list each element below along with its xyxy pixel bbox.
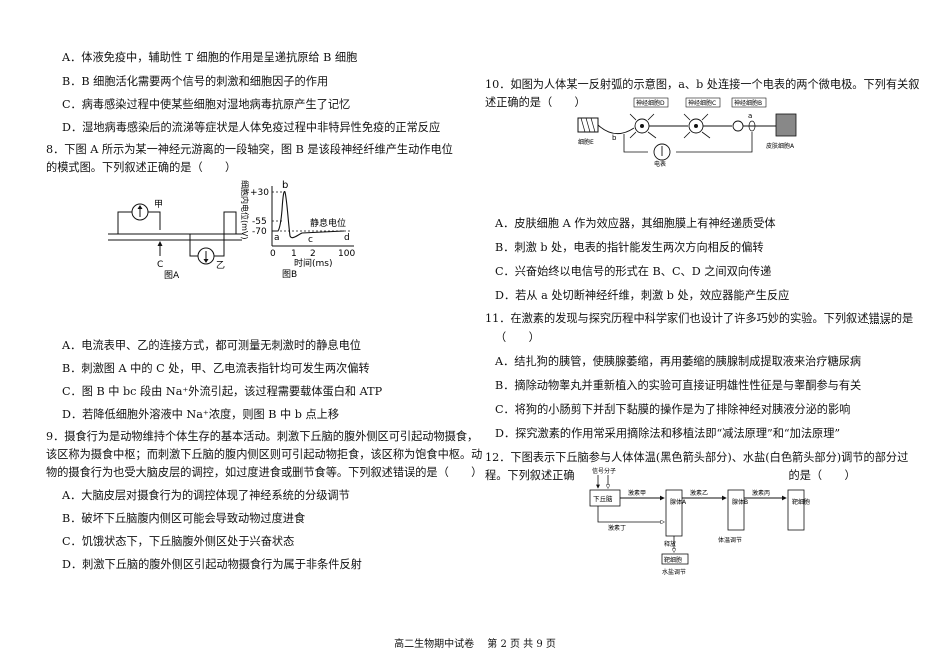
q8-option-d: D．若降低细胞外溶液中 Na⁺浓度，则图 B 中 b 点上移 <box>62 408 340 421</box>
q10-option-d: D．若从 a 处切断神经纤维，刺激 b 处，效应器能产生反应 <box>495 289 790 302</box>
point-c: c <box>308 235 313 245</box>
q12-stem-line2: 程。下列叙述正确的是（ ） <box>485 469 856 482</box>
q7-option-a: A．体液免疫中，辅助性 T 细胞的作用是呈递抗原给 B 细胞 <box>62 51 358 64</box>
caption-a: 图A <box>164 270 180 280</box>
q11-option-a: A．结扎狗的胰管，使胰腺萎缩，再用萎缩的胰腺制成提取液来治疗糖尿病 <box>495 355 862 368</box>
q10-figure-reflex-arc: 细胞E 神经细胞D 神经细胞C 神经细胞B b a 皮肤细胞A 电表 <box>576 96 802 168</box>
hormone-bing-label: 激素丙 <box>752 489 770 497</box>
tick-y-plus30: +30 <box>250 188 269 198</box>
target-cell-label: 靶细胞 <box>664 556 682 564</box>
q12-figure-regulation: 信号分子 下丘脑 激素甲 腺体A 激素乙 腺体B 激素丙 靶细胞 体温调节 激素… <box>586 464 822 576</box>
q12-stem-line1: 12．下图表示下丘脑参与人体体温(黑色箭头部分)、水盐(白色箭头部分)调节的部分… <box>485 451 909 464</box>
point-a: a <box>274 233 280 243</box>
q8-stem-line2: 的模式图。下列叙述正确的是（ ） <box>46 161 237 174</box>
q9-stem-line1: 9．摄食行为是动物维持个体生存的基本活动。刺激下丘脑的腹外侧区可引起动物摄食， <box>46 430 479 443</box>
q8-option-b: B．刺激图 A 中的 C 处，甲、乙电流表指针均可发生两次偏转 <box>62 362 370 375</box>
ammeter-yi-label: 乙 <box>216 260 225 271</box>
q11-stem-error-word: 错误 <box>868 312 891 325</box>
gland-b-label: 腺体B <box>732 498 748 506</box>
graph-ylabel: 细胞内电位(mV) <box>240 180 250 240</box>
tick-x-0: 0 <box>270 249 276 259</box>
q9-stem-line3: 物的摄食行为也受大脑皮层的调控，如过度进食或删节食等。下列叙述错误的是（ ） <box>46 466 483 479</box>
q8-stem-line1: 8．下图 A 所示为某一神经元游离的一段轴突，图 B 是该段神经纤维产生动作电位 <box>46 143 453 156</box>
release-label: 释放 <box>664 540 676 548</box>
q11-option-b: B．摘除动物睾丸并重新植入的实验可直接证明雄性性征是与睾酮参与有关 <box>495 379 862 392</box>
tick-y-minus55: -55 <box>252 217 267 227</box>
q9-option-b: B．破坏下丘脑腹内侧区可能会导致动物过度进食 <box>62 512 306 525</box>
q11-stem-line2: （ ） <box>495 331 540 344</box>
gland-a-label: 腺体A <box>670 498 687 506</box>
tick-y-minus70: -70 <box>252 227 267 237</box>
q11-option-c: C．将狗的小肠剪下并刮下黏膜的操作是为了排除神经对胰液分泌的影响 <box>495 403 851 416</box>
q9-option-c: C．饥饿状态下，下丘脑腹外侧区处于兴奋状态 <box>62 535 295 548</box>
q10-stem-line2: 述正确的是（ ） <box>485 96 586 109</box>
point-b: b <box>282 180 288 191</box>
q9-stem-line2: 该区称为摄食中枢；而刺激下丘脑的腹内侧区则可引起动物拒食，该区称为饱食中枢。动 <box>46 448 483 461</box>
ammeter-jia-label: 甲 <box>154 199 163 210</box>
q8-figure-a: 甲 C 乙 图A <box>106 196 246 280</box>
q8-option-a: A．电流表甲、乙的连接方式，都可测量无刺激时的静息电位 <box>62 339 361 352</box>
point-a-label: a <box>748 112 752 120</box>
hypothalamus-label: 下丘脑 <box>593 494 613 503</box>
q8-option-c: C．图 B 中 bc 段由 Na⁺外流引起，该过程需要载体蛋白和 ATP <box>62 385 383 398</box>
temp-regulation-label: 体温调节 <box>718 536 742 544</box>
hormone-ding-label: 激素丁 <box>608 524 626 532</box>
q9-option-d: D．刺激下丘脑的腹外侧区引起动物摄食行为属于非条件反射 <box>62 558 362 571</box>
graph-xlabel: 时间(ms) <box>294 257 332 269</box>
tick-x-2: 2 <box>310 249 316 259</box>
tick-x-100: 100 <box>338 249 355 259</box>
hormone-yi-label: 激素乙 <box>690 489 708 497</box>
caption-b: 图B <box>282 269 297 280</box>
hormone-jia-label: 激素甲 <box>628 489 646 497</box>
q10-option-b: B．刺激 b 处，电表的指针能发生两次方向相反的偏转 <box>495 241 764 254</box>
skin-cell-a-label: 皮肤细胞A <box>766 142 795 150</box>
q7-option-c: C．病毒感染过程中使某些细胞对湿地病毒抗原产生了记忆 <box>62 98 351 111</box>
tick-x-1: 1 <box>291 249 297 259</box>
neuron-d-label: 神经细胞D <box>636 99 665 107</box>
point-c-label: C <box>157 260 163 270</box>
target-organ-label: 靶细胞 <box>792 498 810 506</box>
page-footer: 高二生物期中试卷 第 2 页 共 9 页 <box>394 639 556 650</box>
q7-option-d: D．湿地病毒感染后的流涕等症状是人体免疫过程中非特异性免疫的正常反应 <box>62 121 441 134</box>
q7-option-b: B．B 细胞活化需要两个信号的刺激和细胞因子的作用 <box>62 75 329 88</box>
q8-figure-b: 细胞内电位(mV) +30 -55 -70 b a c d 静息电位 0 1 2… <box>236 180 360 280</box>
q11-stem-line1: 11．在激素的发现与探究历程中科学家们也设计了许多巧妙的实验。下列叙述错误的是 <box>485 312 914 325</box>
q9-option-a: A．大脑皮层对摄食行为的调控体现了神经系统的分级调节 <box>62 489 350 502</box>
q10-option-a: A．皮肤细胞 A 作为效应器，其细胞膜上有神经递质受体 <box>495 217 776 230</box>
point-b-label: b <box>612 134 617 142</box>
neuron-c-label: 神经细胞C <box>688 99 716 107</box>
q10-option-c: C．兴奋始终以电信号的形式在 B、C、D 之间双向传递 <box>495 265 772 278</box>
cell-e-label: 细胞E <box>578 138 594 146</box>
meter-label: 电表 <box>654 160 666 168</box>
point-d: d <box>344 233 350 243</box>
water-regulation-label: 水盐调节 <box>662 568 686 576</box>
rest-potential-label: 静息电位 <box>310 217 346 229</box>
q10-stem-line1: 10．如图为人体某一反射弧的示意图，a、b 处连接一个电表的两个微电极。下列有关… <box>485 78 920 91</box>
q11-option-d: D．探究激素的作用常采用摘除法和移植法即“减法原理”和“加法原理” <box>495 427 841 440</box>
neuron-b-label: 神经细胞B <box>734 99 762 107</box>
signal-molecule-label: 信号分子 <box>592 467 616 475</box>
